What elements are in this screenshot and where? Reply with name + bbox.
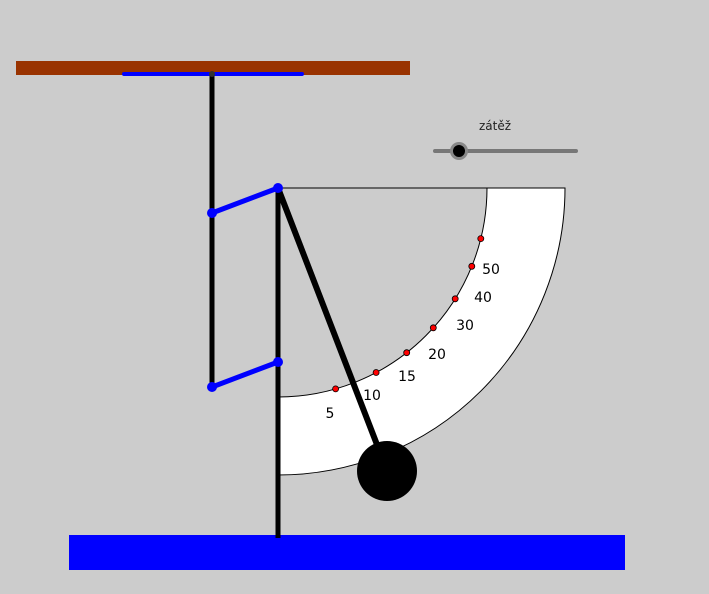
scale-mark-50 <box>477 235 485 243</box>
pivot-upper-left[interactable] <box>207 208 217 218</box>
scale-mark-40 <box>468 262 476 270</box>
scale-labels: 5 10 15 20 30 40 50 <box>326 262 500 422</box>
load-slider-label: zátěž <box>478 119 512 133</box>
scale-label-10: 10 <box>363 388 381 404</box>
scale-label-20: 20 <box>428 347 446 363</box>
scale-label-5: 5 <box>326 406 335 422</box>
scale-mark-5 <box>332 385 340 393</box>
pivot-lower-right[interactable] <box>273 357 283 367</box>
floor-base <box>69 535 625 570</box>
scale-sector <box>277 187 566 476</box>
lower-link <box>211 359 279 390</box>
pendulum-arm <box>275 186 389 470</box>
pivot-top-mount <box>209 71 215 77</box>
scale-marks <box>332 235 485 393</box>
scale-label-40: 40 <box>474 290 492 306</box>
pendulum-bob[interactable] <box>357 441 417 501</box>
scale-mark-30 <box>451 295 459 303</box>
pivot-upper-right[interactable] <box>273 183 283 193</box>
scale-mark-20 <box>429 324 437 332</box>
scale-label-30: 30 <box>456 318 474 334</box>
pivot-lower-left[interactable] <box>207 382 217 392</box>
ceiling-beam <box>16 61 410 75</box>
scale-mark-10 <box>372 369 380 376</box>
load-slider-knob[interactable] <box>453 145 465 157</box>
scale-label-50: 50 <box>482 262 500 278</box>
scale-label-15: 15 <box>398 369 416 385</box>
upper-link <box>211 185 279 216</box>
scale-mark-15 <box>403 349 411 357</box>
